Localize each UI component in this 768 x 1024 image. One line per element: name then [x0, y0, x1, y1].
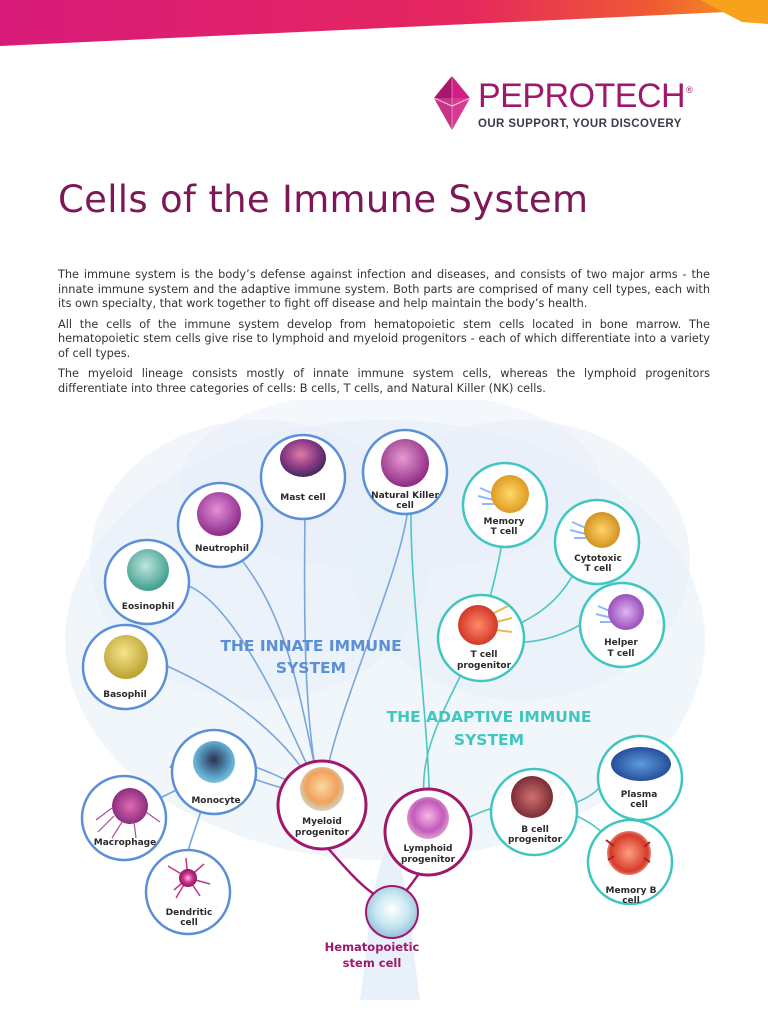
cell-label: T cell [585, 564, 612, 574]
cell-label: cell [622, 896, 640, 906]
cell-label: Cytotoxic [574, 554, 622, 564]
t-cell-progenitor-icon [458, 605, 513, 645]
cell-label: progenitor [295, 828, 350, 838]
cell-label: Dendritic [166, 908, 213, 918]
plasma-cell-icon [611, 747, 671, 781]
hematopoietic-stem-cell-node[interactable]: Hematopoietic stem cell [325, 885, 420, 970]
mast-cell-icon [280, 439, 326, 477]
immune-cell-tree-diagram: THE INNATE IMMUNE SYSTEM THE ADAPTIVE IM… [65, 400, 705, 1000]
cell-label: Plasma [621, 790, 658, 800]
brand-tagline: OUR SUPPORT, YOUR DISCOVERY [478, 118, 682, 130]
cell-label: progenitor [401, 855, 456, 865]
cell-label: Myeloid [302, 817, 342, 827]
eosinophil-node[interactable]: Eosinophil [103, 538, 191, 626]
basophil-node[interactable]: Basophil [81, 623, 169, 711]
stem-cell-icon [365, 885, 419, 939]
intro-paragraph: All the cells of the immune system devel… [58, 317, 710, 360]
brand-wordmark: PEPROTECH® [478, 77, 693, 115]
cell-label: cell [396, 501, 414, 511]
myeloid-progenitor-icon [300, 767, 344, 811]
myeloid-progenitor-node[interactable]: Myeloid progenitor [276, 759, 368, 851]
cell-label: Lymphoid [404, 844, 453, 854]
adaptive-system-label: THE ADAPTIVE IMMUNE [387, 708, 592, 726]
dendritic-cell-icon [167, 857, 211, 899]
cell-label: Mast cell [280, 493, 325, 503]
cell-label: Natural Killer [371, 491, 439, 501]
stem-cell-label: stem cell [343, 956, 402, 970]
natural-killer-cell-node[interactable]: Natural Killer cell [361, 428, 449, 516]
memory-t-cell-icon [477, 475, 529, 513]
mast-cell-node[interactable]: Mast cell [259, 433, 347, 521]
diamond-logo-icon [433, 76, 471, 130]
page-title: Cells of the Immune System [58, 178, 589, 221]
innate-system-label: THE INNATE IMMUNE [220, 637, 401, 655]
intro-paragraph: The myeloid lineage consists mostly of i… [58, 367, 710, 395]
intro-paragraph: The immune system is the body’s defense … [58, 268, 710, 310]
dendritic-cell-node[interactable]: Dendritic cell [144, 848, 232, 936]
b-cell-progenitor-icon [511, 776, 553, 818]
cell-label: progenitor [508, 835, 563, 845]
intro-text: The immune system is the body’s defense … [58, 268, 710, 402]
cell-label: T cell [608, 649, 635, 659]
neutrophil-icon [197, 492, 241, 536]
cell-label: B cell [521, 825, 549, 835]
cell-label: Basophil [103, 690, 147, 700]
monocyte-icon [193, 741, 235, 783]
eosinophil-icon [127, 549, 169, 591]
cell-label: Eosinophil [122, 602, 174, 612]
lymphoid-progenitor-icon [407, 797, 449, 839]
cell-label: Memory [484, 517, 525, 527]
neutrophil-node[interactable]: Neutrophil [176, 481, 264, 569]
cell-label: Memory B [606, 886, 657, 896]
top-banner [0, 0, 768, 46]
helper-t-cell-icon [595, 594, 644, 630]
cell-label: Helper [604, 638, 638, 648]
monocyte-node[interactable]: Monocyte [170, 728, 258, 816]
cell-label: cell [180, 918, 198, 928]
innate-system-label: SYSTEM [276, 659, 346, 677]
nk-cell-icon [381, 439, 429, 487]
macrophage-icon [95, 788, 161, 839]
basophil-icon [104, 635, 148, 679]
peprotech-logo[interactable]: PEPROTECH® OUR SUPPORT, YOUR DISCOVERY [430, 74, 730, 134]
cell-label: T cell [491, 527, 518, 537]
cell-label: Monocyte [191, 796, 240, 806]
cell-label: T cell [471, 650, 498, 660]
adaptive-system-label: SYSTEM [454, 731, 524, 749]
macrophage-node[interactable]: Macrophage [80, 774, 168, 862]
memory-b-cell-icon [605, 831, 651, 875]
t-cell-progenitor-node[interactable]: T cell progenitor [436, 593, 526, 683]
b-cell-progenitor-node[interactable]: B cell progenitor [489, 767, 579, 857]
cell-label: progenitor [457, 661, 512, 671]
cell-label: cell [630, 800, 648, 810]
cell-label: Macrophage [94, 838, 156, 848]
memory-b-cell-node[interactable]: Memory B cell [586, 818, 674, 906]
memory-t-cell-node[interactable]: Memory T cell [461, 461, 549, 549]
lymphoid-progenitor-node[interactable]: Lymphoid progenitor [383, 787, 473, 877]
cell-label: Neutrophil [195, 544, 249, 554]
plasma-cell-node[interactable]: Plasma cell [596, 734, 684, 822]
cytotoxic-t-cell-node[interactable]: Cytotoxic T cell [553, 498, 641, 586]
stem-cell-label: Hematopoietic [325, 940, 420, 954]
helper-t-cell-node[interactable]: Helper T cell [578, 581, 666, 669]
cytotoxic-t-cell-icon [569, 512, 620, 548]
